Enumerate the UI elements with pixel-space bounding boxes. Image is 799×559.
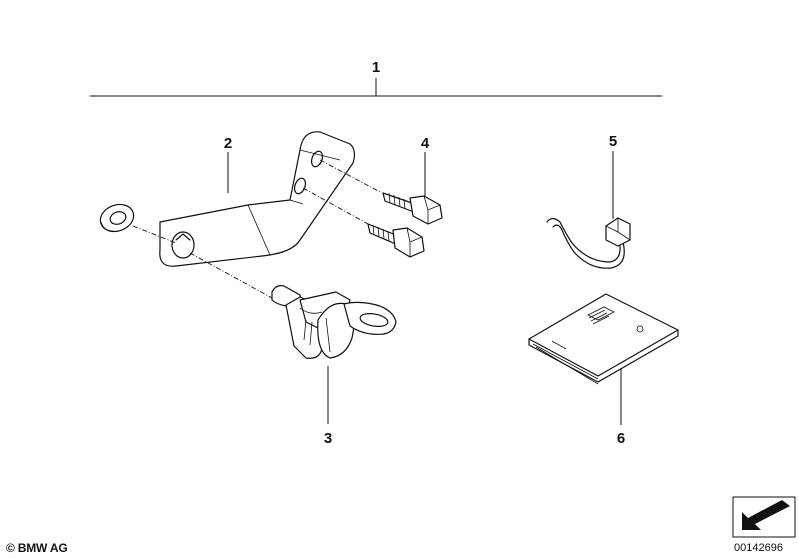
part-cap-clip: [271, 285, 397, 359]
copyright-text: © BMW AG: [6, 541, 68, 555]
callout-2: 2: [224, 135, 232, 152]
part-washer: [99, 203, 135, 233]
arrow-icon[interactable]: [732, 496, 796, 538]
callout-1: 1: [372, 59, 380, 76]
document-id: 00142696: [734, 542, 783, 554]
part-screw-upper: [382, 192, 443, 225]
part-hose-clamp: [546, 217, 631, 269]
part-bracket: [159, 131, 356, 267]
part-booklet: [528, 293, 679, 385]
callout-3: 3: [324, 430, 332, 447]
callout-6: 6: [617, 430, 625, 447]
callout-5: 5: [609, 133, 617, 150]
alignment-lines: [132, 159, 383, 299]
part-screw-lower: [367, 223, 425, 258]
callout-4: 4: [421, 135, 430, 152]
assembly-line-1: [90, 78, 662, 97]
